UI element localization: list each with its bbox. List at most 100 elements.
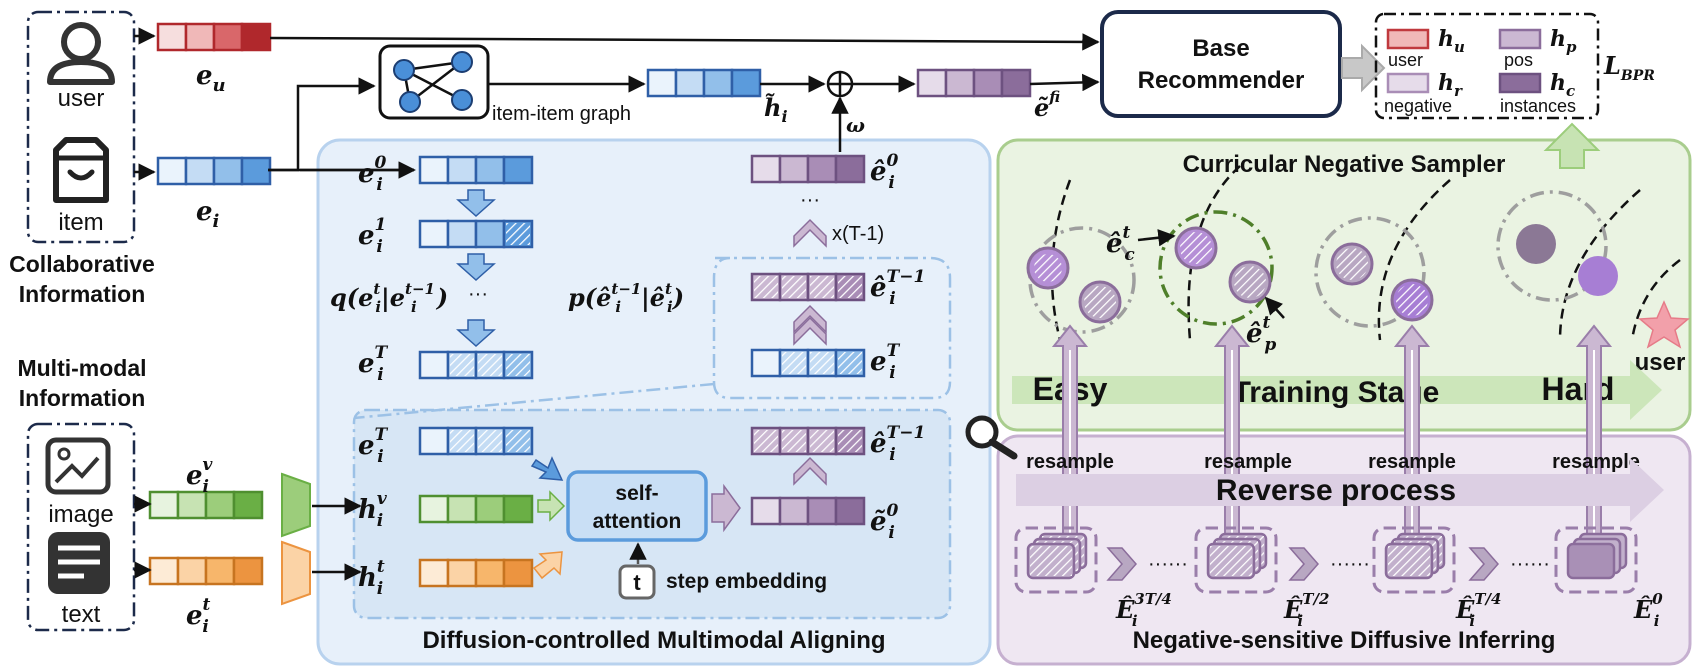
diffusion-panel-title: Diffusion-controlled Multimodal Aligning <box>422 627 885 654</box>
legend-swatch-pos <box>1498 28 1542 50</box>
step-t-box <box>618 564 656 600</box>
repeat-label: x(T-1) <box>832 223 884 245</box>
omega-label: ω <box>846 113 865 137</box>
vector-h-tilde <box>646 68 762 98</box>
forward-arrow-1 <box>456 189 496 218</box>
legend-hp: hp <box>1550 26 1577 56</box>
image-label: image <box>48 501 113 528</box>
vector-e-u <box>156 22 272 52</box>
embedding-vectors <box>148 22 1032 588</box>
vector-tilde-e0 <box>750 496 866 526</box>
vector-e0 <box>418 155 534 185</box>
forward-dots: ··· <box>468 283 488 305</box>
output-arrow-icon <box>1341 43 1386 93</box>
vector-eT-right <box>750 348 866 378</box>
vector-et <box>148 556 264 586</box>
vector-hat-e0 <box>750 154 866 184</box>
boundary-arc-3 <box>1377 179 1451 341</box>
chain-chevron-2 <box>1288 547 1319 581</box>
latent-stack-2 <box>1194 526 1278 594</box>
hard-neg-dot <box>1516 224 1556 264</box>
neighborhood-4 <box>1496 190 1608 302</box>
input-arrow-hv <box>537 490 566 522</box>
hard-pos-dot <box>1578 256 1618 296</box>
graph-label: item-item graph <box>492 103 631 125</box>
user-label: user <box>58 85 105 112</box>
vector-e-i <box>156 156 272 186</box>
h-tilde-label: h̃i <box>764 93 788 126</box>
legend-pos: pos <box>1504 50 1533 70</box>
boundary-arc-4 <box>1558 189 1641 341</box>
resample-up-arrow-4 <box>1575 324 1613 551</box>
resample-label-3: resample <box>1368 451 1456 473</box>
step-t-label: t <box>633 570 641 595</box>
vector-eT <box>418 350 534 380</box>
base-recommender-box <box>1100 10 1342 118</box>
image-icon <box>45 437 111 495</box>
reverse-up-chevron-1 <box>793 218 827 248</box>
legend-instances: instances <box>1500 96 1576 116</box>
chain-chevron-1 <box>1106 547 1137 581</box>
vector-e-f <box>916 68 1032 98</box>
loss-label: LBPR <box>1603 51 1655 84</box>
base-recommender-line2: Recommender <box>1138 67 1305 94</box>
resample-label-2: resample <box>1204 451 1292 473</box>
latent-stacks <box>1014 526 1638 594</box>
e-u-label: eu <box>196 61 226 96</box>
self-attention-line2: attention <box>593 510 682 533</box>
vector-e1 <box>418 219 534 249</box>
reverse-process-label: Reverse process <box>1216 474 1456 507</box>
text-document-icon <box>48 532 110 594</box>
attention-out-arrow <box>711 483 741 533</box>
collab-label-line1: Collaborative <box>9 251 155 277</box>
legend-hc: hc <box>1550 70 1575 100</box>
latent-stack-1 <box>1014 526 1098 594</box>
reverse-process-arrow <box>1016 458 1664 522</box>
reverse-dots: ··· <box>800 189 820 211</box>
latent-stack-4 <box>1554 526 1638 594</box>
forward-arrow-3 <box>456 319 496 348</box>
forward-arrow-2 <box>456 253 496 282</box>
legend-swatch-instances <box>1498 72 1542 94</box>
legend-user: user <box>1388 50 1423 70</box>
vector-hat-eT1 <box>750 272 866 302</box>
collab-label-line2: Information <box>19 281 146 307</box>
vector-lower-hat <box>750 426 866 456</box>
graph-network-icon <box>378 44 490 120</box>
hard-label: Hard <box>1542 371 1615 407</box>
vector-hv <box>418 494 534 524</box>
self-attention-box <box>566 470 708 542</box>
neighborhood-2-green <box>1158 210 1274 326</box>
resample-label-1: resample <box>1026 451 1114 473</box>
legend-hr: hr <box>1438 70 1463 100</box>
legend-hu: hu <box>1438 26 1465 56</box>
reverse-up-chevron-3 <box>793 304 827 334</box>
vector-ht <box>418 558 534 588</box>
chain-chevron-3 <box>1468 547 1499 581</box>
legend-box <box>1374 12 1600 120</box>
e-f-label: ẽfi <box>1034 88 1060 122</box>
neighborhood-3 <box>1314 216 1426 328</box>
vector-lower-eT <box>418 426 534 456</box>
star-icon <box>1638 300 1690 349</box>
training-stage-arrow <box>1012 360 1662 420</box>
legend-negative: negative <box>1384 96 1452 116</box>
